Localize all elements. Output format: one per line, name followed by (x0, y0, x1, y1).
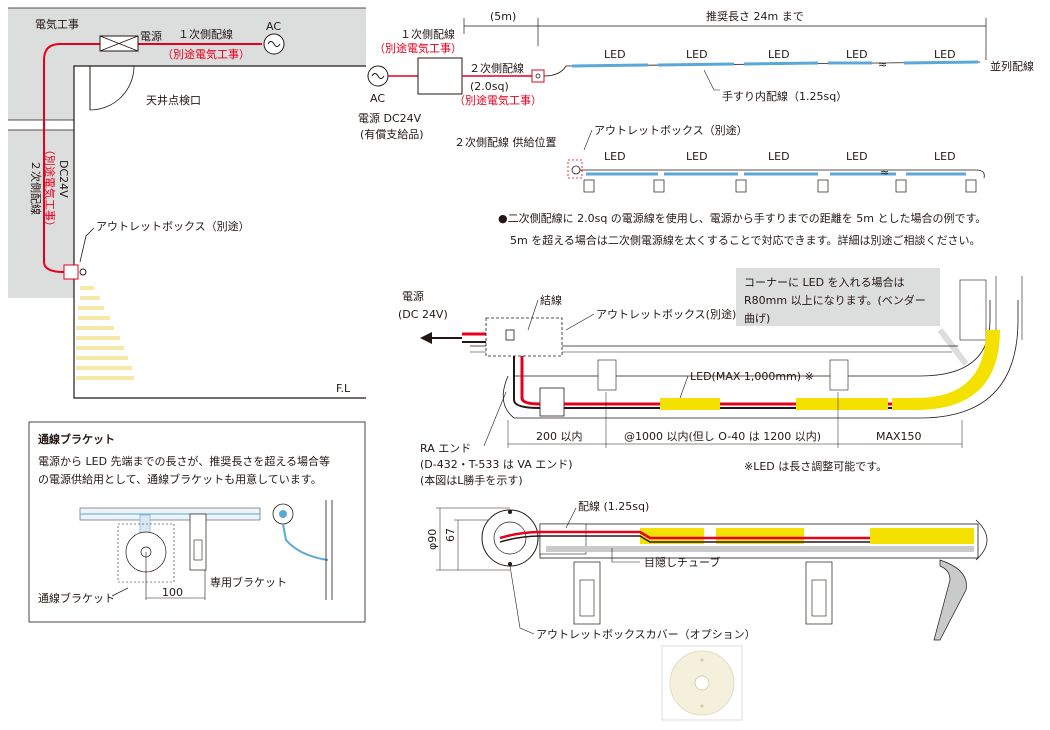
svg-text:≈: ≈ (878, 58, 887, 71)
led-label-4: LED (846, 48, 868, 61)
wall-gray (8, 130, 74, 298)
label-separate-work: （別途電気工事） (162, 47, 250, 61)
label-outlet-box-2: アウトレットボックス（別途） (594, 123, 748, 137)
label-wiring-125: 配線 (1.25sq) (578, 499, 649, 513)
power-box-icon (99, 35, 139, 52)
label-psu: 電源 DC24V (358, 111, 422, 125)
label-denki-kouji: 電気工事 (35, 17, 79, 31)
mid-right-handrail-detail: コーナーに LED を入れる場合は R80mm 以上になります。(ベンダー 曲げ… (398, 268, 1023, 487)
label-separate-work-2: （別途電気工事） (374, 41, 462, 55)
label-outlet-box-left: アウトレットボックス（別途） (96, 219, 250, 233)
led-bar-b1 (640, 528, 704, 544)
led-bar-1 (660, 398, 720, 410)
led-label-10: LED (934, 150, 956, 163)
label-secondary-v1: ２次側配線 (29, 160, 43, 215)
light-beam (76, 286, 134, 380)
bracket-rail-drawing (79, 500, 333, 600)
secondary-wiring-red (43, 43, 262, 273)
label-ra-end-1: RA エンド (420, 442, 471, 455)
led-row-bottom: ≈ (583, 166, 977, 193)
dim-67: 67 (444, 528, 457, 542)
label-outlet-box-3: アウトレットボックス(別途) (596, 307, 736, 321)
bracket-title: 通線ブラケット (38, 432, 115, 446)
dim-recommended: 推奨長さ 24m まで (706, 9, 804, 23)
note-line2: 5m を超える場合は二次側電源線を太くすることで対応できます。詳細は別途ご相談く… (510, 233, 980, 247)
label-ceiling-hatch: 天井点検口 (146, 93, 201, 107)
led-bar-2 (796, 398, 888, 410)
ac-source-icon (263, 33, 285, 55)
label-sq: (2.0sq) (470, 80, 509, 93)
top-right-wiring-overview: (5m) 推奨長さ 24m まで １次側配線 （別途電気工事） ２次側配線 (2… (358, 9, 1034, 247)
led-label-1: LED (604, 48, 626, 61)
label-kessen: 結線 (540, 293, 562, 307)
bracket-info-box: 通線ブラケット 電源から LED 先端までの長さが、推奨長さを超える場合等 の電… (28, 421, 366, 623)
outlet-box-icon (63, 264, 79, 280)
led-bar-b3 (870, 528, 974, 544)
led-label-9: LED (846, 150, 868, 163)
ac-source-icon-2 (367, 65, 389, 87)
label-secondary-v2: （別途電気工事） (43, 144, 57, 232)
corner-note-1: コーナーに LED を入れる場合は (744, 275, 905, 289)
corner-note-2: R80mm 以上になります。(ベンダー (744, 293, 926, 307)
label-psu-note: (有償支給品) (360, 127, 424, 141)
label-ra-end-3: (本図はL勝手を示す) (420, 473, 523, 487)
label-separate-work-3: （別途電気工事） (454, 93, 542, 107)
label-ra-end-2: (D-432・T-533 は VA エンド) (420, 458, 573, 471)
label-fl: F.L (336, 382, 351, 395)
junction-box (485, 317, 563, 357)
corner-note-box (736, 268, 940, 326)
label-tube: 目隠しチューブ (644, 555, 720, 569)
label-led-max: LED(MAX 1,000mm) ※ (690, 370, 814, 383)
label-ac: AC (266, 20, 281, 33)
dim-100: 100 (162, 586, 183, 599)
bracket-desc1: 電源から LED 先端までの長さが、推奨長さを超える場合等 (38, 454, 330, 468)
note-adjust: ※LED は長さ調整可能です。 (744, 459, 887, 473)
label-dengen-2: 電源 (402, 289, 424, 303)
led-label-3: LED (768, 48, 790, 61)
led-label-6: LED (604, 150, 626, 163)
label-ac-2: AC (370, 92, 385, 105)
led-label-8: LED (768, 150, 790, 163)
dim-phi90: φ90 (426, 529, 439, 550)
led-bar-b2 (716, 528, 804, 544)
label-parallel: 並列配線 (990, 59, 1034, 73)
led-label-5: LED (934, 48, 956, 61)
corner-note-3: 曲げ) (744, 312, 770, 325)
bottom-right-section: φ90 67 配線 (1.25sq) 目隠しチューブ アウトレットボックスカバー… (426, 499, 988, 721)
label-primary-wiring: １次側配線 (178, 27, 233, 41)
label-supply-pos: ２次側配線 供給位置 (454, 135, 557, 149)
bracket-desc2: の電源供給用として、通線ブラケットも用意しています。 (38, 472, 322, 486)
psu-box (417, 57, 463, 95)
label-dengen: 電源 (140, 29, 162, 43)
label-secondary-v3: DC24V (57, 160, 70, 198)
led-bar-corner (892, 330, 1000, 410)
label-cover: アウトレットボックスカバー（オプション） (536, 628, 756, 641)
label-primary-wiring-2: １次側配線 (400, 27, 455, 41)
led-row-top: ≈ (571, 58, 979, 71)
dim-max150: MAX150 (876, 430, 922, 443)
dim-5m: (5m) (490, 10, 516, 23)
svg-text:≈: ≈ (880, 166, 889, 179)
dim-200: 200 以内 (536, 429, 583, 443)
led-label-7: LED (686, 150, 708, 163)
label-handrail-wiring: 手すり内配線（1.25sq） (722, 89, 847, 103)
left-installation-view: 電気工事 電源 １次側配線 （別途電気工事） AC 天井点検口 ２次側配線 （別… (8, 7, 366, 399)
led-label-2: LED (686, 48, 708, 61)
label-secondary: ２次側配線 (469, 61, 524, 75)
note-line1: ●二次側配線に 2.0sq の電源線を使用し、電源から手すりまでの距離を 5m … (498, 211, 986, 225)
dim-1000: @1000 以内(但し O-40 は 1200 以内) (624, 429, 821, 443)
label-tsusen-bracket: 通線ブラケット (38, 591, 115, 605)
label-dc24: (DC 24V) (398, 308, 448, 321)
label-senyou-bracket: 専用ブラケット (210, 575, 287, 589)
